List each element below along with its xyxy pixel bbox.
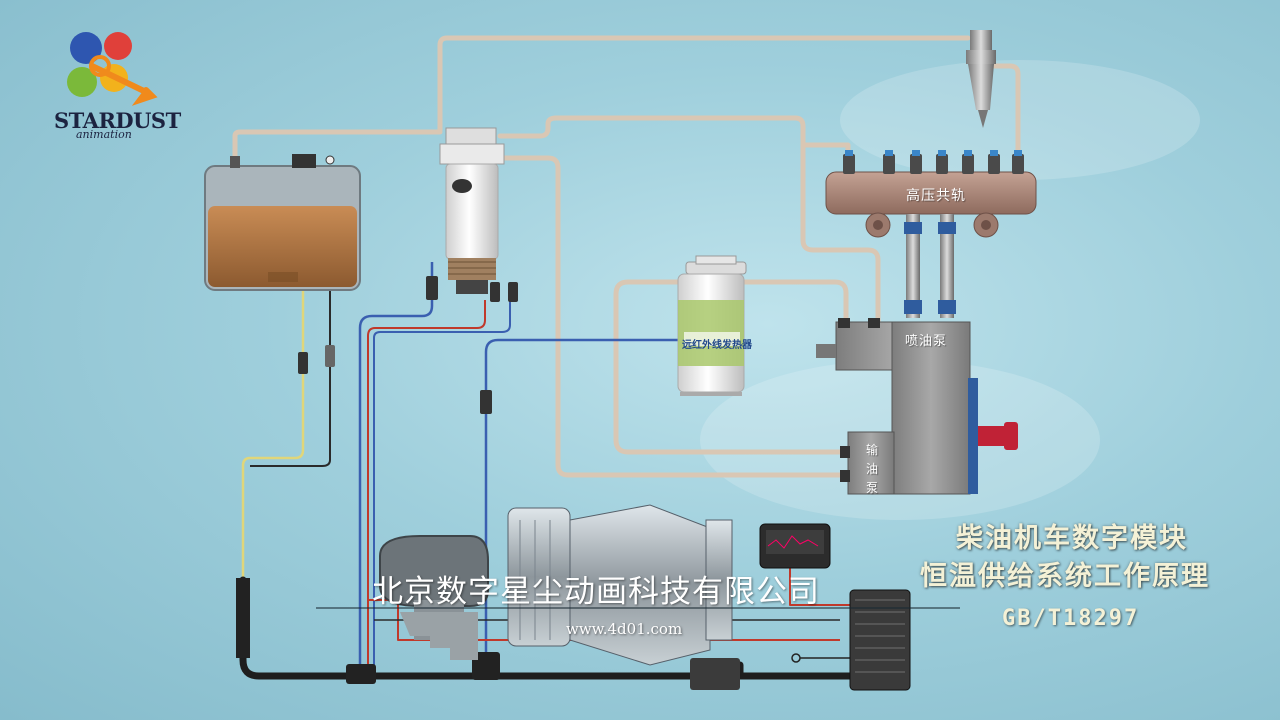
- company-caption: 北京数字星尘动画科技有限公司: [372, 566, 820, 611]
- fuel-filter: [440, 128, 504, 294]
- injection-pump-label: 喷油泵: [905, 330, 947, 349]
- standard-code: GB/T18297: [1002, 606, 1139, 631]
- control-module: [850, 590, 910, 690]
- far-infrared-heater: [678, 256, 746, 396]
- feed-pump-label: 输油泵: [866, 441, 882, 498]
- fuel-tank: [205, 154, 360, 290]
- logo-tagline: animation: [76, 128, 132, 141]
- pump-shaft: [978, 422, 1018, 450]
- high-pressure-lines: [904, 214, 956, 318]
- heater-label: 远红外线发热器: [682, 336, 752, 351]
- common-rail-label: 高压共轨: [906, 185, 966, 205]
- website-caption: www.4d01.com: [566, 620, 682, 638]
- title-line-2: 恒温供给系统工作原理: [920, 554, 1210, 593]
- thermometer-icon: [760, 524, 830, 568]
- title-line-1: 柴油机车数字模块: [956, 516, 1188, 555]
- gear-puzzle-logo-icon: [67, 32, 152, 100]
